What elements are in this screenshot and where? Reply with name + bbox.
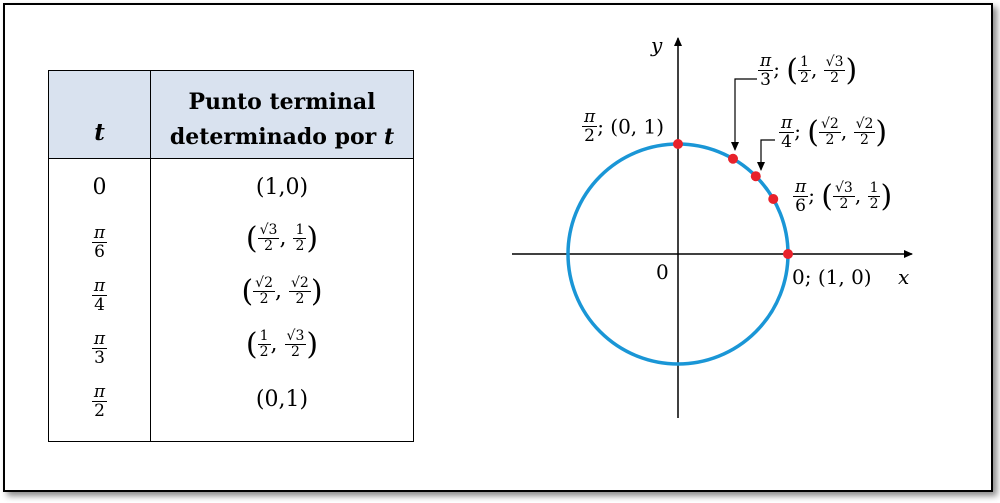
pi-3-pointer bbox=[731, 78, 757, 151]
label-t0: 0; (1, 0) bbox=[792, 265, 872, 289]
x-axis-label: x bbox=[898, 265, 910, 289]
terminal-point-2 bbox=[750, 171, 761, 182]
terminal-point-1 bbox=[768, 193, 779, 204]
y-axis-label: y bbox=[651, 33, 663, 57]
header-terminal-point: Punto terminal determinado por t bbox=[151, 85, 413, 155]
terminal-point-table: t Punto terminal determinado por t 0 (1,… bbox=[48, 70, 414, 442]
pi-4-pointer bbox=[757, 139, 775, 171]
row-0-t: 0 bbox=[92, 175, 107, 200]
table-header bbox=[49, 71, 413, 159]
header-var: t bbox=[383, 124, 395, 150]
header-line1: Punto terminal bbox=[188, 89, 376, 115]
header-line2: determinado por bbox=[169, 124, 377, 150]
terminal-point-3 bbox=[727, 153, 738, 164]
terminal-point-0 bbox=[783, 249, 793, 259]
row-0-point: (1,0) bbox=[255, 175, 309, 200]
header-t: t bbox=[94, 119, 105, 146]
terminal-point-4 bbox=[672, 139, 683, 149]
table-divider bbox=[150, 71, 151, 441]
origin-label: 0 bbox=[656, 260, 669, 284]
terminal-points bbox=[672, 139, 793, 259]
row-4-point: (0,1) bbox=[255, 387, 309, 412]
